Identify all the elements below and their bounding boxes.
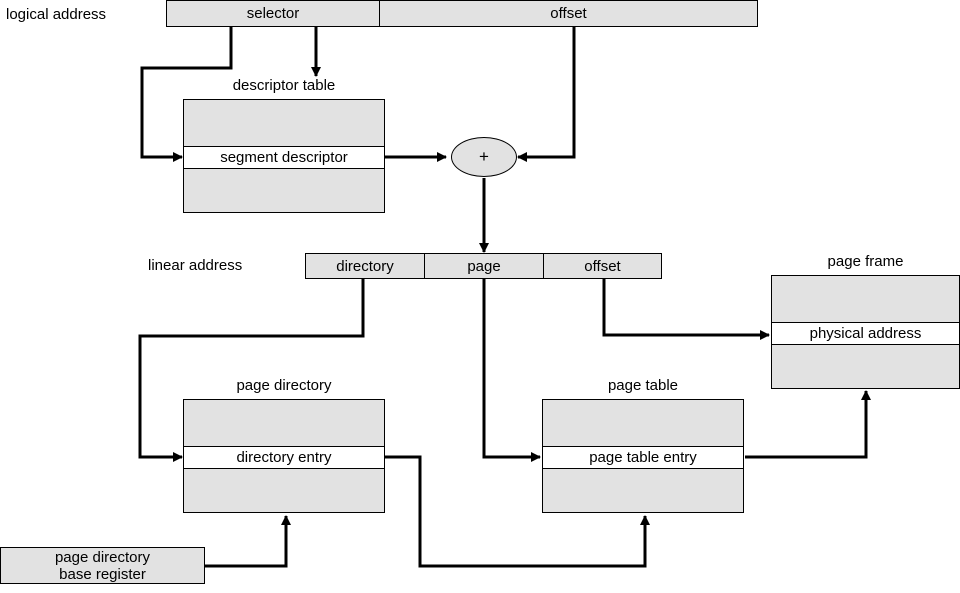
page-directory-title: page directory — [236, 377, 332, 394]
page-table: page table entry — [542, 399, 744, 513]
directory-entry-text: directory entry — [236, 449, 332, 466]
logical-offset-field: offset — [379, 0, 758, 27]
physical-address-text: physical address — [809, 325, 922, 342]
arrow-page-to-entry — [482, 279, 541, 462]
linear-directory-field: directory — [305, 253, 425, 279]
logical-offset-text: offset — [550, 5, 587, 22]
page-directory-base-register: page directory base register — [0, 547, 205, 584]
arrow-offset-to-physical — [602, 279, 770, 340]
physical-address-row: physical address — [772, 322, 959, 345]
arrow-selector-to-descriptor — [140, 27, 233, 162]
plus-icon: + — [479, 147, 489, 166]
base-register-line2: base register — [59, 565, 146, 583]
page-table-entry-text: page table entry — [589, 449, 697, 466]
page-table-title: page table — [607, 377, 679, 394]
arrow-direntry-to-pagetable — [385, 455, 650, 568]
linear-offset-field: offset — [543, 253, 662, 279]
descriptor-table-title: descriptor table — [232, 77, 336, 94]
arrow-register-to-directory — [205, 515, 291, 568]
linear-directory-text: directory — [336, 257, 394, 275]
linear-page-text: page — [467, 257, 501, 275]
logical-address-label: logical address — [6, 6, 107, 23]
linear-address-label: linear address — [148, 257, 243, 274]
arrow-pte-to-frame — [745, 390, 871, 459]
directory-entry-row: directory entry — [184, 446, 384, 469]
logical-selector-text: selector — [246, 5, 300, 22]
page-directory: directory entry — [183, 399, 385, 513]
arrow-offset-to-adder — [517, 27, 576, 162]
adder-node: + — [451, 137, 517, 177]
page-table-entry-row: page table entry — [543, 446, 743, 469]
page-frame: physical address — [771, 275, 960, 389]
logical-selector-field: selector — [166, 0, 380, 27]
base-register-line1: page directory — [54, 548, 151, 566]
linear-offset-text: offset — [584, 257, 621, 275]
segment-descriptor-text: segment descriptor — [220, 149, 348, 166]
descriptor-table: segment descriptor — [183, 99, 385, 213]
arrow-directory-to-entry — [138, 279, 365, 462]
segment-descriptor-row: segment descriptor — [184, 146, 384, 169]
page-frame-title: page frame — [827, 253, 904, 270]
linear-page-field: page — [424, 253, 544, 279]
